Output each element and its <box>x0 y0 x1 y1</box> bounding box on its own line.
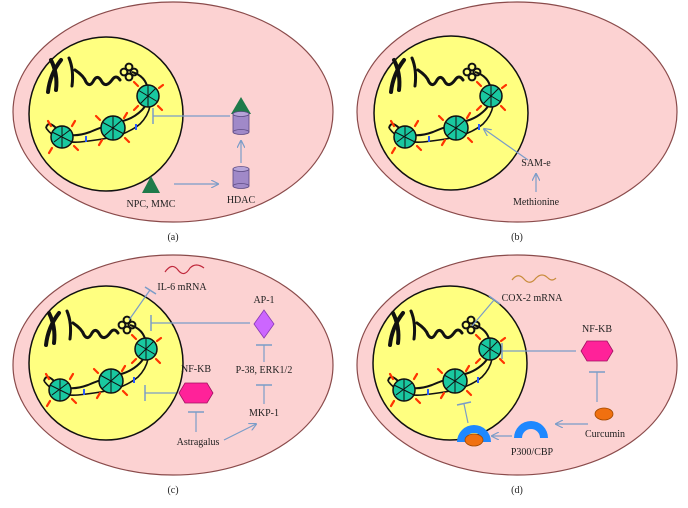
nfkb-hexagon-icon <box>178 382 214 404</box>
nfkb-label: NF-KB <box>582 324 612 335</box>
nfkb-label: NF-KB <box>181 364 211 375</box>
npc-mmc-triangle-icon <box>142 176 160 193</box>
panel-b: SAM-e Methionine (b) <box>356 1 678 243</box>
nucleus <box>28 285 184 441</box>
astragalus-label: Astragalus <box>177 437 220 448</box>
caption-b: (b) <box>511 232 523 243</box>
same-label: SAM-e <box>521 158 551 169</box>
il6-mrna-label: IL-6 mRNA <box>157 282 207 293</box>
il6-mrna-icon <box>164 264 205 275</box>
cox2-mrna-icon <box>511 274 557 283</box>
panel-a: HDAC NPC, MMC (a) <box>12 1 334 243</box>
hdac-bound-icon <box>231 97 251 135</box>
panel-d: COX-2 mRNA NF-KB Curcumin P300/CBP (d) <box>356 254 678 496</box>
caption-c: (c) <box>167 485 178 496</box>
ap1-diamond-icon <box>253 309 275 339</box>
curcumin-oval-icon <box>594 407 614 421</box>
panel-c: IL-6 mRNA AP-1 P-38, ERK1/2 MKP-1 NF-KB … <box>12 254 334 496</box>
hdac-label: HDAC <box>227 195 256 206</box>
caption-d: (d) <box>511 485 523 496</box>
mkp1-label: MKP-1 <box>249 408 279 419</box>
p300-crescent-icon <box>514 421 548 438</box>
npc-mmc-label: NPC, MMC <box>127 199 176 210</box>
ap1-label: AP-1 <box>253 295 274 306</box>
caption-a: (a) <box>167 232 178 243</box>
methionine-label: Methionine <box>513 197 560 208</box>
nucleus <box>373 35 529 191</box>
p38-erk-label: P-38, ERK1/2 <box>236 365 293 376</box>
nfkb-hexagon-icon <box>580 340 614 362</box>
cox2-mrna-label: COX-2 mRNA <box>502 293 564 304</box>
hdac-icon <box>232 166 250 189</box>
p300-label: P300/CBP <box>511 447 554 458</box>
p300-curcumin-complex-icon <box>457 425 491 447</box>
nucleus <box>372 285 528 441</box>
nucleus <box>28 36 184 192</box>
curcumin-label: Curcumin <box>585 429 625 440</box>
